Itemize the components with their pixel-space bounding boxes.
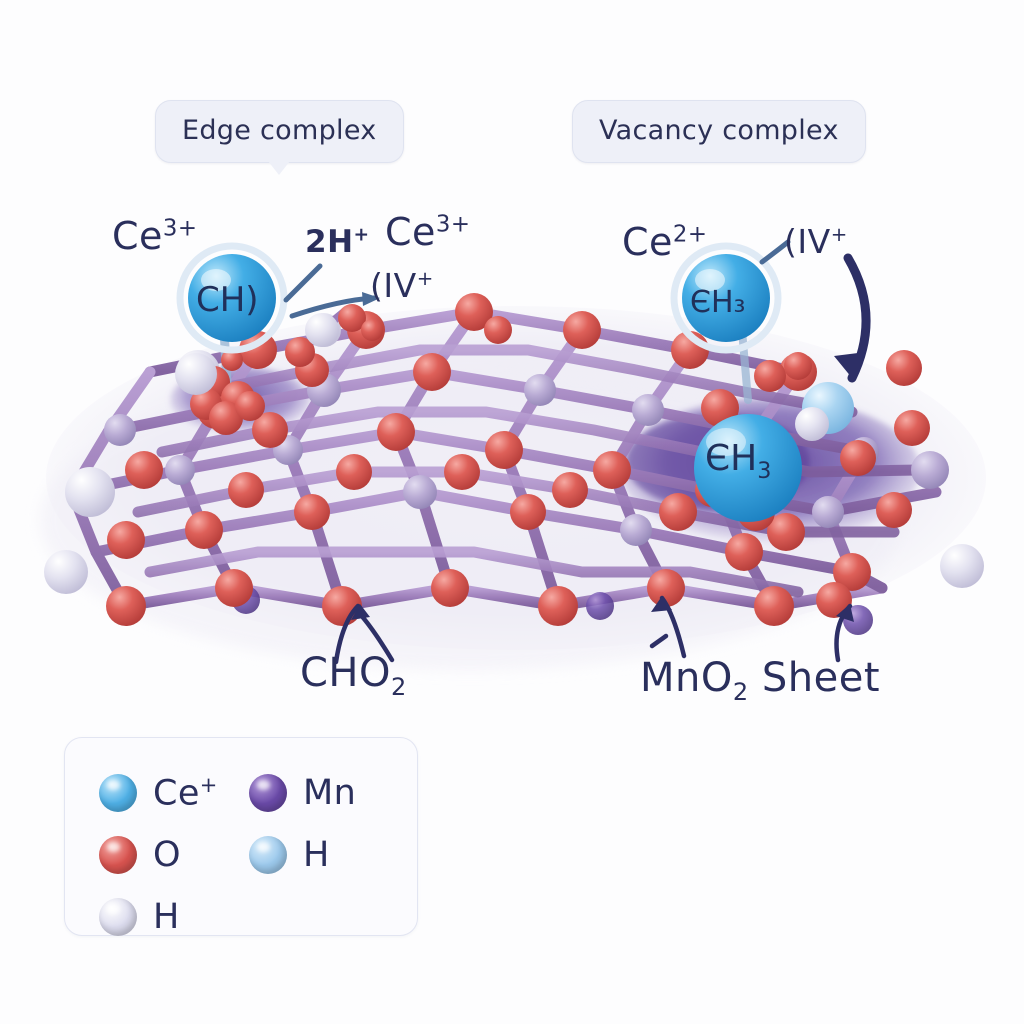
legend-ce-charge: + xyxy=(199,772,218,797)
annotation-iv-left: (IV+ xyxy=(370,266,434,305)
edge-cerium-sphere xyxy=(176,242,288,354)
legend-panel: Ce+ Mn O H H xyxy=(64,737,418,937)
mno2-sub: 2 xyxy=(732,678,749,706)
callout-edge-label: Edge complex xyxy=(182,115,377,146)
legend-swatch-h-white xyxy=(99,898,137,936)
vacancy-arrowhead xyxy=(834,352,866,378)
vacancy-cerium-sphere-main xyxy=(694,414,802,522)
oxygen-nodes xyxy=(106,293,930,626)
callout-edge-complex[interactable]: Edge complex xyxy=(155,100,404,175)
legend-label-h-blue: H xyxy=(303,835,330,875)
annotation-cho2: CHO2 xyxy=(300,650,407,701)
mno2-text: MnO xyxy=(640,655,733,701)
annotation-ce2: Ce2+ xyxy=(622,220,708,264)
legend-label-h-white: H xyxy=(153,897,180,937)
ce3-right-charge: 3+ xyxy=(435,211,471,238)
reaction-arrows xyxy=(283,239,871,383)
hydroxyl-group xyxy=(305,304,383,347)
ce3-left-species: Ce xyxy=(112,214,163,258)
legend-swatch-ce xyxy=(99,774,137,812)
two-h-text: 2H xyxy=(305,224,354,260)
legend-item-h-white[interactable]: H xyxy=(99,897,249,937)
annotation-two-protons: 2H+ xyxy=(305,224,370,260)
hook-arrow-2h xyxy=(283,263,323,303)
legend-item-o[interactable]: O xyxy=(99,835,249,875)
annotation-ce3-right: Ce3+ xyxy=(385,210,471,254)
ce3-left-charge: 3+ xyxy=(162,215,198,242)
legend-swatch-o xyxy=(99,836,137,874)
iv-left-charge: + xyxy=(416,267,434,290)
legend-ce-name: Ce xyxy=(153,773,200,814)
legend-grid: Ce+ Mn O H H xyxy=(65,738,417,937)
cho2-sub: 2 xyxy=(391,673,407,701)
legend-item-ce[interactable]: Ce+ xyxy=(99,773,249,814)
callout-vacancy-complex[interactable]: Vacancy complex xyxy=(572,100,866,163)
ce2-species: Ce xyxy=(622,220,673,264)
ce2-charge: 2+ xyxy=(672,221,708,248)
legend-item-h-blue[interactable]: H xyxy=(249,835,399,875)
transfer-arrowhead xyxy=(362,292,380,306)
callout-vacancy-label: Vacancy complex xyxy=(599,115,839,146)
mno2-suffix: Sheet xyxy=(748,655,880,701)
annotation-iv-right: (IV+ xyxy=(784,222,848,261)
annotation-ce3-left: Ce3+ xyxy=(112,214,198,258)
iv-right-charge: + xyxy=(830,223,848,246)
callout-edge-tail xyxy=(268,161,291,175)
vacancy-cerium-sphere-top xyxy=(670,242,782,354)
leader-mno2-tick xyxy=(649,633,669,649)
annotation-mno2-sheet: MnO2 Sheet xyxy=(640,655,880,706)
legend-label-o: O xyxy=(153,835,181,875)
leader-arrowheads xyxy=(351,596,854,622)
legend-swatch-h-blue xyxy=(249,836,287,874)
cho2-text: CHO xyxy=(300,650,391,696)
legend-swatch-mn xyxy=(249,774,287,812)
hook-arrow-vacancy xyxy=(759,239,791,265)
iv-left-text: (IV xyxy=(370,266,417,305)
legend-item-mn[interactable]: Mn xyxy=(249,773,399,813)
iv-right-text: (IV xyxy=(784,222,831,261)
legend-label-ce: Ce+ xyxy=(153,773,218,814)
edge-complex-cluster xyxy=(175,325,265,435)
two-h-charge: + xyxy=(353,224,370,246)
legend-label-mn: Mn xyxy=(303,773,357,813)
ce3-right-species: Ce xyxy=(385,210,436,254)
leader-cho2-a xyxy=(333,603,361,665)
